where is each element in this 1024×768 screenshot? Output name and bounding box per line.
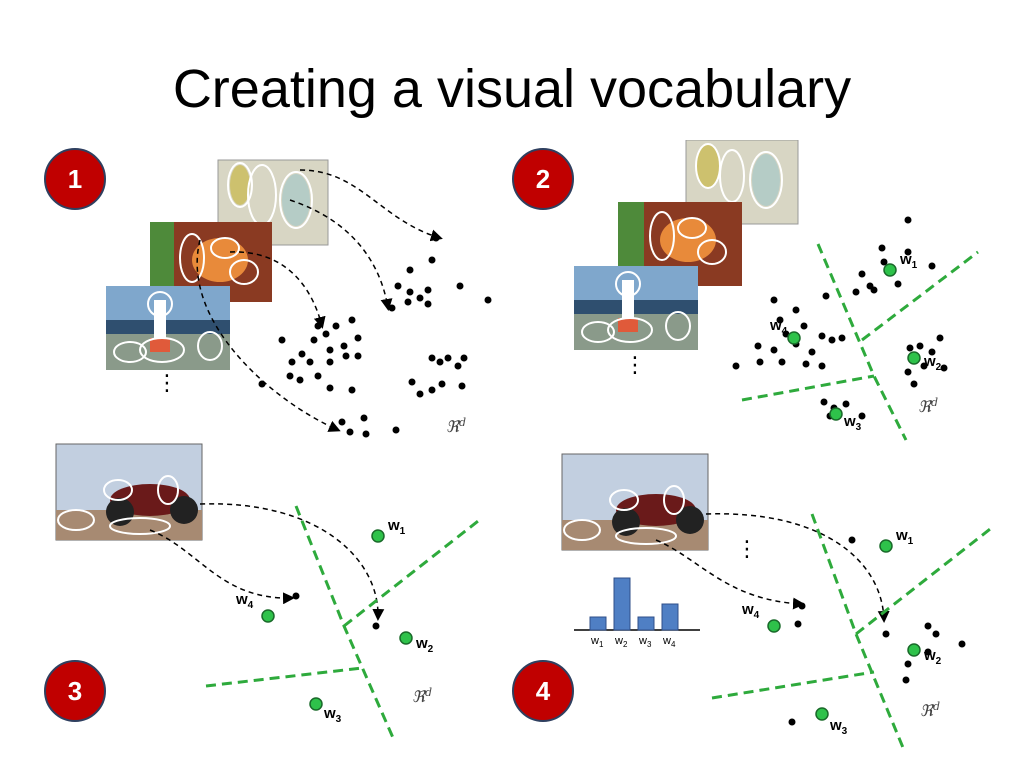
step-badge-4: 4 <box>512 660 574 722</box>
cluster-center-w2 <box>907 351 921 365</box>
step-badge-1: 1 <box>44 148 106 210</box>
feature-space-label: ℜd <box>412 686 432 706</box>
cluster-center-w1 <box>879 539 893 553</box>
mapping-arrows <box>655 513 890 623</box>
more-images-indicator: ⋮ <box>624 353 646 378</box>
word-label-w3: w3 <box>829 717 848 737</box>
image-thumbnail-motorcycle <box>55 443 203 541</box>
panel-4-canvas: ⋮ w1 w2 w3 w4 w1 w2 w3 w4 ℜd <box>561 453 995 751</box>
cluster-centers <box>261 529 413 711</box>
panel-3-canvas: w1 w2 w3 w4 ℜd <box>55 443 483 741</box>
word-label-w1: w1 <box>899 251 918 271</box>
cluster-center-w4 <box>767 619 781 633</box>
feature-space-label: ℜd <box>920 700 940 720</box>
feature-space-label: ℜd <box>446 416 466 436</box>
histogram-bar-w2 <box>613 577 631 631</box>
image-thumbnail-lighthouse <box>106 286 230 370</box>
cluster-center-w2 <box>907 643 921 657</box>
cluster-centers <box>787 263 921 421</box>
step-badge-3: 3 <box>44 660 106 722</box>
cluster-boundaries <box>711 513 995 751</box>
histogram-label-w3: w3 <box>638 635 652 649</box>
slide-title: Creating a visual vocabulary <box>172 59 852 119</box>
feature-points <box>732 216 948 420</box>
histogram-label-w2: w2 <box>614 635 628 649</box>
more-images-indicator: ⋮ <box>156 371 178 396</box>
feature-space-label: ℜd <box>918 396 938 416</box>
word-histogram: w1 w2 w3 w4 <box>574 577 700 649</box>
cluster-center-w3 <box>815 707 829 721</box>
word-label-w4: w4 <box>769 317 788 337</box>
more-images-indicator: ⋮ <box>736 537 758 562</box>
mapping-arrows <box>196 169 443 432</box>
panel-1-feature-extraction: ⋮ ℜd 1 <box>0 140 512 450</box>
word-label-w2: w2 <box>923 353 942 373</box>
step-badge-2: 2 <box>512 148 574 210</box>
cluster-boundaries <box>741 243 979 441</box>
cluster-center-w4 <box>261 609 275 623</box>
feature-points <box>258 234 492 438</box>
word-label-w4: w4 <box>741 601 760 621</box>
cluster-center-w1 <box>371 529 385 543</box>
cluster-center-w3 <box>829 407 843 421</box>
cluster-center-w3 <box>309 697 323 711</box>
word-label-w4: w4 <box>235 591 254 611</box>
panel-3-quantization: w1 w2 w3 w4 ℜd 3 <box>0 440 512 750</box>
word-label-w3: w3 <box>843 413 862 433</box>
panel-4-histogram: ⋮ w1 w2 w3 w4 w1 w2 w3 w4 ℜd 4 <box>512 440 1024 751</box>
image-thumbnail-motorcycle <box>561 453 709 551</box>
panel-1-canvas: ⋮ ℜd <box>106 159 492 438</box>
word-label-w2: w2 <box>415 635 434 655</box>
cluster-center-w2 <box>399 631 413 645</box>
word-label-w1: w1 <box>387 517 406 537</box>
word-label-w3: w3 <box>323 705 342 725</box>
histogram-bar-w4 <box>661 603 679 631</box>
word-label-w2: w2 <box>923 647 942 667</box>
mapping-arrows <box>149 503 385 621</box>
histogram-bar-w3 <box>637 616 655 631</box>
feature-points <box>788 536 966 726</box>
feature-points <box>292 592 380 630</box>
cluster-center-w4 <box>787 331 801 345</box>
image-thumbnail-lighthouse <box>574 266 698 350</box>
cluster-boundaries <box>205 505 483 741</box>
panel-2-clustering: ⋮ w <box>512 140 1024 450</box>
cluster-centers <box>767 539 921 721</box>
histogram-label-w1: w1 <box>590 635 604 649</box>
histogram-bar-w1 <box>589 616 607 631</box>
word-label-w1: w1 <box>895 527 914 547</box>
histogram-label-w4: w4 <box>662 635 676 649</box>
panel-2-canvas: ⋮ w <box>574 140 979 441</box>
cluster-center-w1 <box>883 263 897 277</box>
